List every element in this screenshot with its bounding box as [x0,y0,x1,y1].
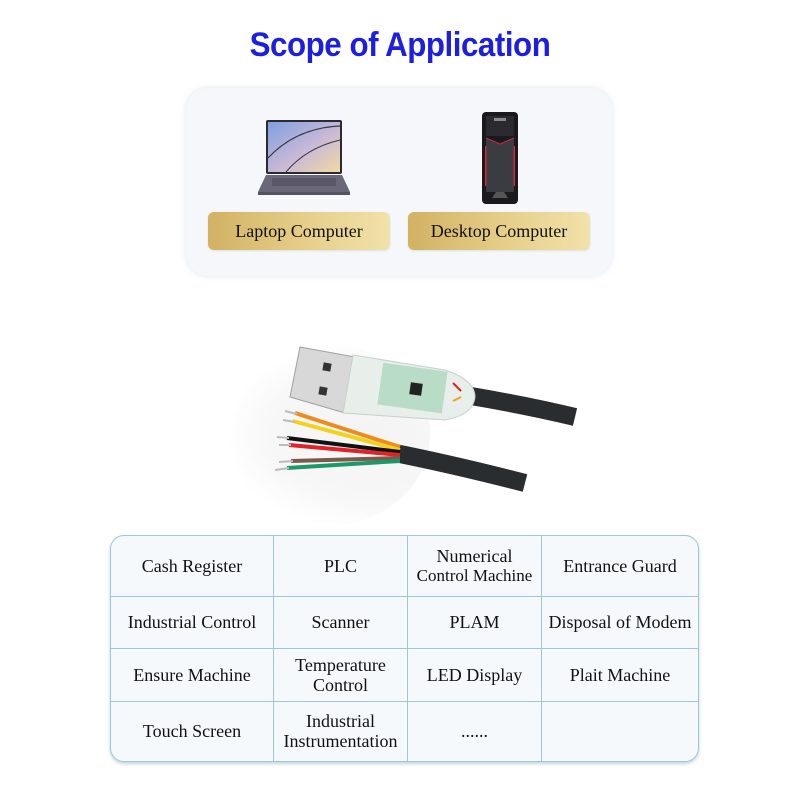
table-cell: PLAM [407,595,542,649]
cell-text: Cash Register [141,555,243,576]
table-cell: Scanner [273,595,408,649]
cell-text: Ensure Machine [133,664,251,685]
desktop-tower-icon [482,112,518,204]
cell-text: Touch Screen [142,721,242,742]
cell-text: Plait Machine [569,664,671,685]
table-cell: Disposal of Modem [541,595,698,649]
table-cell: Touch Screen [111,700,274,761]
table-cell: LED Display [407,647,542,702]
table-cell: Cash Register [111,536,274,597]
cell-text: Scanner [311,612,370,632]
page-title: Scope of Application [249,26,551,64]
table-cell [541,700,698,761]
cell-text: PLC [323,555,357,576]
cell-text: Control [312,674,368,695]
table-cell: Plait Machine [541,647,698,702]
laptop-computer-label: Laptop Computer [208,212,390,250]
table-cell: ...... [407,700,542,761]
cell-text: Disposal of Modem [548,612,692,632]
cell-text: LED Display [426,664,523,685]
cell-text: Instrumentation [283,731,398,752]
cell-text: Industrial [306,711,375,732]
table-cell: PLC [273,536,408,597]
cell-text: Entrance Guard [563,555,677,576]
usb-serial-cable-icon [274,346,578,492]
devices-panel: Laptop Computer Desktop Computer [186,88,612,276]
cell-text: Numerical [436,545,513,566]
table-row: Industrial Control Scanner PLAM Disposal… [111,595,698,649]
cell-text: Temperature [295,654,386,675]
table-cell: Ensure Machine [111,647,274,702]
table-cell: Entrance Guard [541,536,698,597]
cell-text: Industrial Control [127,612,257,632]
cell-text: Control Machine [416,565,533,585]
cell-text: PLAM [449,612,500,632]
desktop-computer-label: Desktop Computer [408,212,590,250]
device-desktop: Desktop Computer [408,88,590,276]
laptop-icon [258,120,350,195]
device-laptop: Laptop Computer [208,88,390,276]
product-image [225,325,585,525]
cell-text: ...... [461,721,488,742]
table-cell: Industrial Control [111,595,274,649]
